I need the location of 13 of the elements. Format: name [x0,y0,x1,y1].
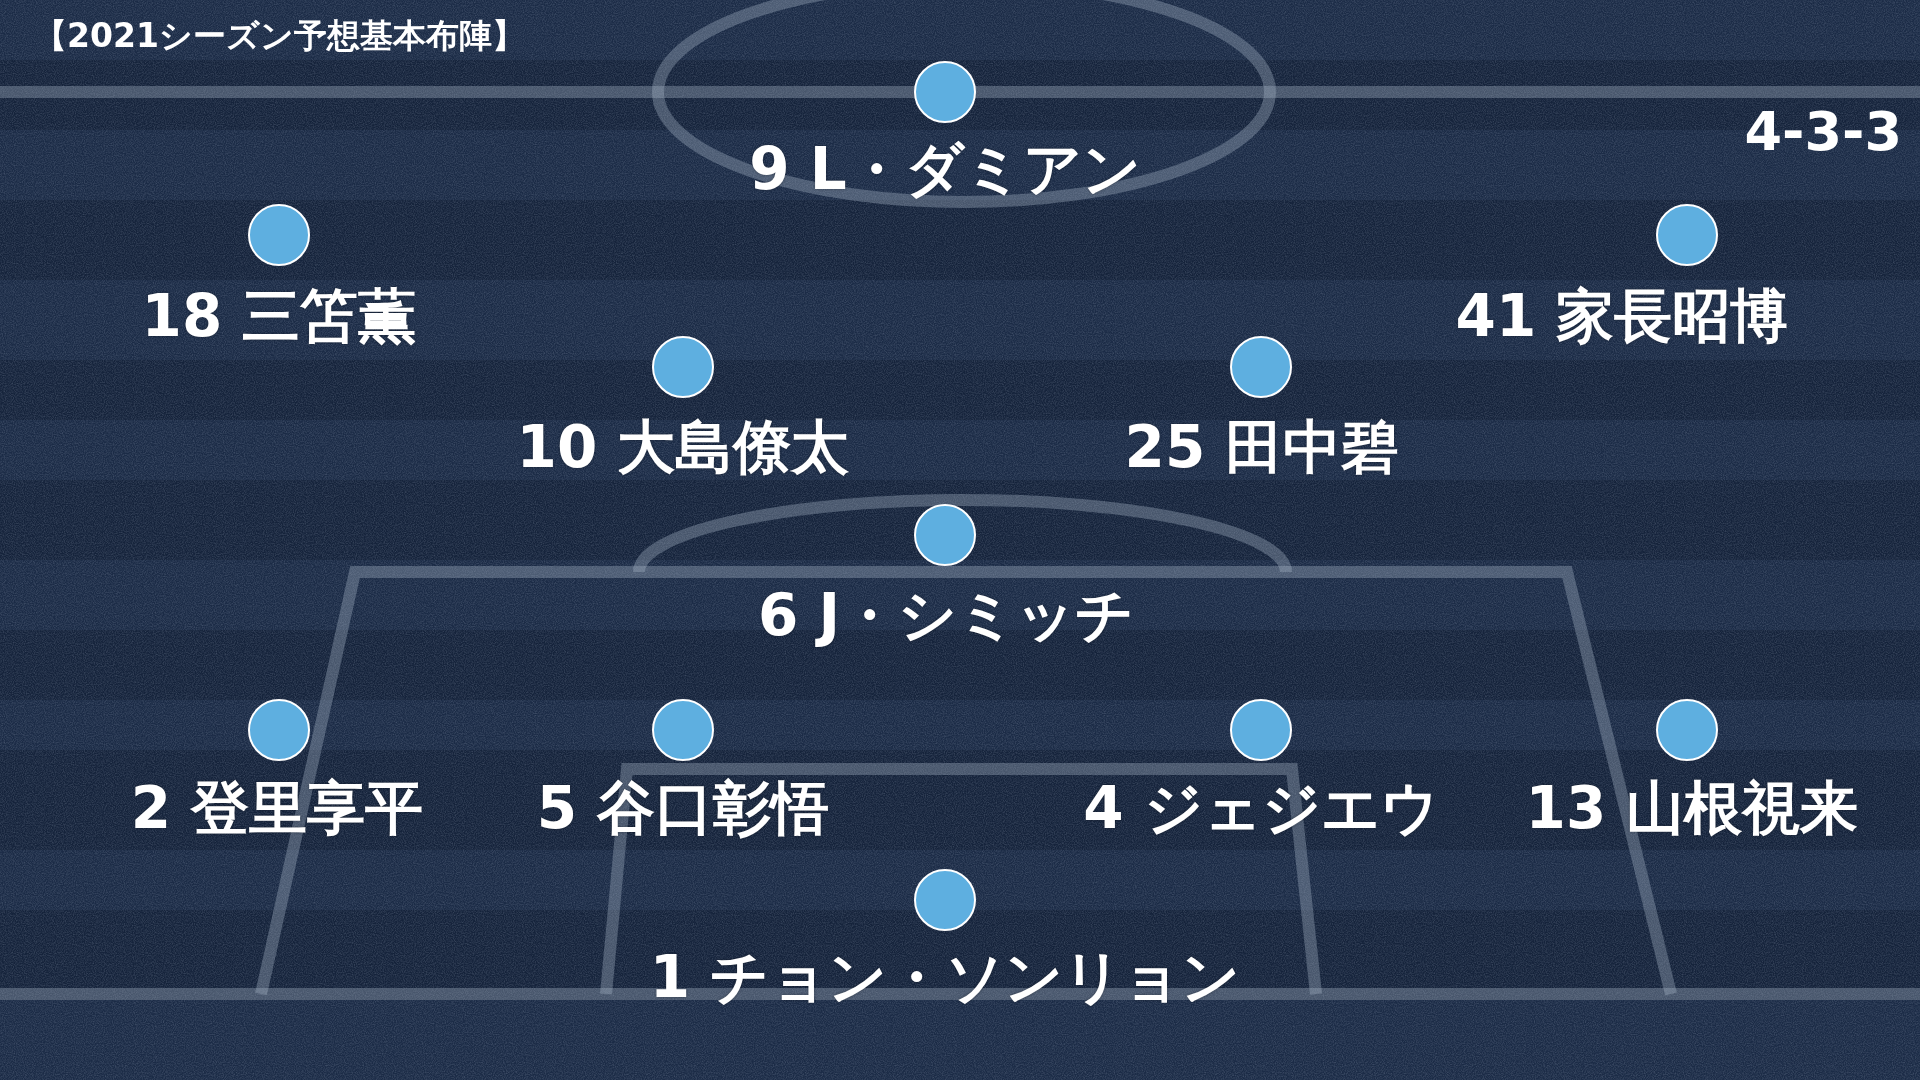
player-name: 5 谷口彰悟 [536,774,830,842]
player-name: 1 チョン・ソンリョン [649,943,1241,1011]
player-name: 2 登里享平 [130,774,424,842]
title: 【2021シーズン予想基本布陣】 [34,17,525,55]
player-name: 9 L・ダミアン [749,135,1141,203]
player-name: 10 大島僚太 [516,413,850,481]
formation-label: 4-3-3 [1744,100,1902,164]
player-name: 4 ジェジエウ [1083,774,1439,842]
player-name: 13 山根視来 [1525,774,1859,842]
player-name: 25 田中碧 [1124,413,1400,481]
player-name: 6 J・シミッチ [757,581,1135,649]
player-name: 18 三笘薫 [141,282,417,350]
player-name: 41 家長昭博 [1455,282,1789,350]
